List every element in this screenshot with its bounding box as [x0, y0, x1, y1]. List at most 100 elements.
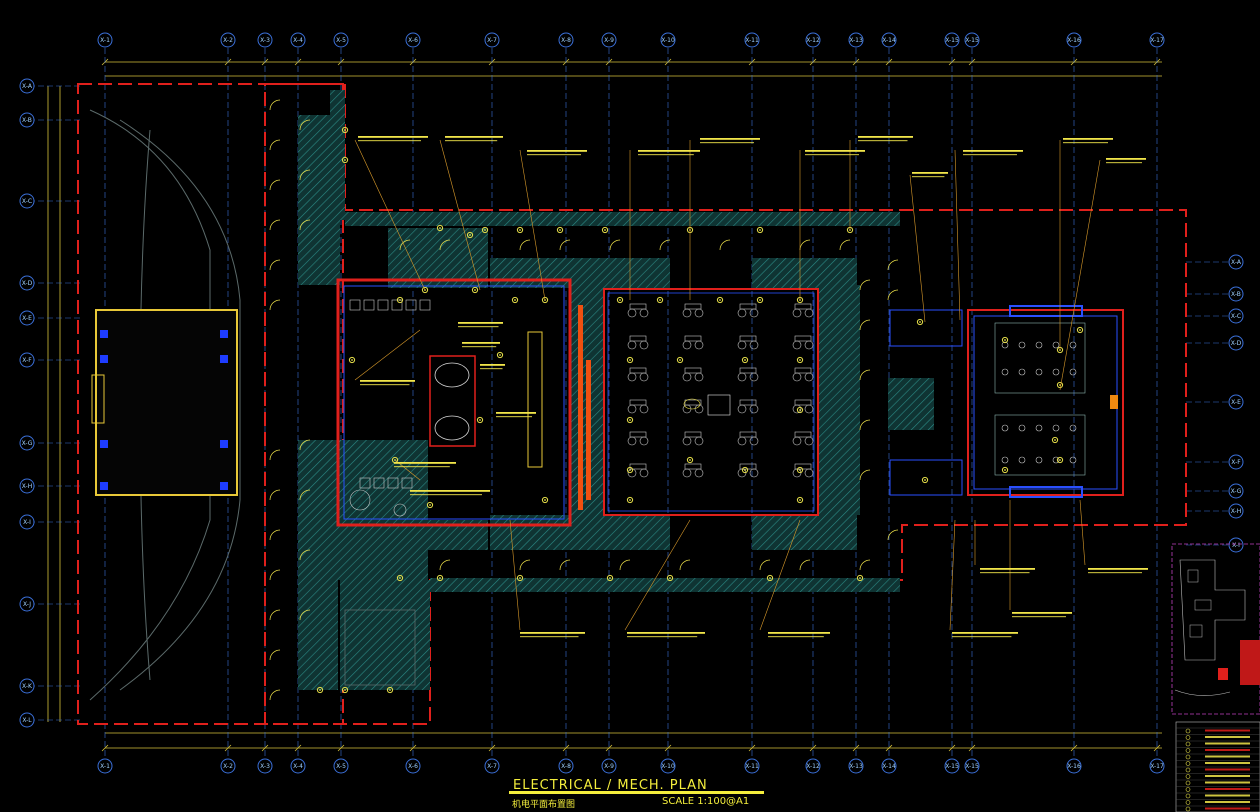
light-fixture: [516, 226, 524, 234]
grid-col-label: X-12: [806, 37, 820, 44]
grid-col-label: X-1: [100, 763, 110, 770]
light-fixture: [541, 496, 549, 504]
grid-col-label: X-9: [604, 37, 614, 44]
grid-row-label: X-E: [1231, 399, 1241, 406]
light-fixture: [626, 466, 634, 474]
light-fixture: [1051, 436, 1059, 444]
light-fixture: [741, 356, 749, 364]
grid-bubble-row-left: X-A: [19, 78, 35, 94]
grid-col-label: X-8: [561, 763, 571, 770]
annotation-note: [358, 136, 428, 142]
grid-col-label: X-4: [293, 763, 303, 770]
grid-bubble-col: X-15: [944, 32, 960, 48]
grid-row-label: X-A: [1231, 259, 1242, 266]
grid-row-label: X-G: [1231, 488, 1242, 495]
grid-col-label: X-15: [965, 37, 979, 44]
grid-row-label: X-C: [22, 198, 32, 205]
grid-col-label: X-16: [1067, 763, 1081, 770]
grid-bubble-row-right: X-A: [1228, 254, 1244, 270]
annotation-note: [638, 150, 700, 156]
grid-bubble-row-right: X-B: [1228, 286, 1244, 302]
grid-bubble-col: X-3: [257, 32, 273, 48]
annotation-note: [700, 138, 760, 144]
grid-col-label: X-4: [293, 37, 303, 44]
grid-bubble-row-left: X-E: [19, 310, 35, 326]
annotation-note: [410, 490, 490, 496]
annotation-note: [458, 322, 503, 328]
annotation-note: [445, 136, 503, 142]
light-fixture: [916, 318, 924, 326]
grid-col-label: X-8: [561, 37, 571, 44]
grid-bubble-row-left: X-I: [19, 514, 35, 530]
grid-bubble-col: X-15: [964, 758, 980, 774]
annotation-note: [1012, 612, 1072, 618]
scale-bar: [509, 791, 764, 794]
light-fixture: [796, 496, 804, 504]
annotation-notes: [358, 136, 1148, 638]
annotation-note: [627, 632, 705, 638]
grid-bubble-col: X-13: [848, 758, 864, 774]
annotation-note: [952, 632, 1018, 638]
grid-row-label: X-F: [1231, 459, 1241, 466]
grid-col-label: X-1: [100, 37, 110, 44]
annotation-note: [805, 150, 865, 156]
grid-bubble-col: X-10: [660, 758, 676, 774]
key-plan: [1171, 543, 1260, 715]
grid-bubble-row-left: X-D: [19, 275, 35, 291]
plan-subtitle: 机电平面布置图: [512, 800, 576, 810]
grid-col-label: X-6: [408, 37, 418, 44]
grid-bubble-col: X-4: [290, 758, 306, 774]
light-fixture: [766, 574, 774, 582]
grid-col-label: X-17: [1150, 37, 1164, 44]
grid-col-label: X-11: [745, 37, 759, 44]
annotation-note: [1106, 158, 1146, 164]
grid-bubble-col: X-17: [1149, 32, 1165, 48]
grid-row-label: X-D: [1231, 340, 1242, 347]
light-fixture: [316, 686, 324, 694]
grid-bubble-row-left: X-J: [19, 596, 35, 612]
grid-row-label: X-D: [22, 280, 33, 287]
grid-bubble-row-left: X-B: [19, 112, 35, 128]
grid-col-label: X-7: [487, 37, 497, 44]
grid-bubble-col: X-5: [333, 758, 349, 774]
grid-col-label: X-17: [1150, 763, 1164, 770]
light-fixture: [396, 296, 404, 304]
light-fixture: [556, 226, 564, 234]
annotation-note: [980, 568, 1035, 574]
grid-row-label: X-C: [1231, 313, 1241, 320]
grid-row-label: X-B: [22, 117, 32, 124]
grid-bubble-row-left: X-K: [19, 678, 35, 694]
annotation-note: [963, 150, 1023, 156]
grid-col-label: X-15: [945, 763, 959, 770]
grid-col-label: X-15: [965, 763, 979, 770]
light-fixture: [436, 224, 444, 232]
annotation-note: [394, 462, 456, 468]
light-fixture: [856, 574, 864, 582]
light-fixture: [1001, 336, 1009, 344]
light-fixture: [796, 466, 804, 474]
light-fixture: [756, 296, 764, 304]
light-fixture: [1056, 456, 1064, 464]
light-fixture: [626, 496, 634, 504]
annotation-note: [1088, 568, 1148, 574]
grid-bubble-col: X-2: [220, 758, 236, 774]
grid-row-label: X-H: [1231, 508, 1242, 515]
grid-col-label: X-6: [408, 763, 418, 770]
grid-bubble-col: X-8: [558, 32, 574, 48]
grid-bubble-col: X-11: [744, 758, 760, 774]
grid-col-label: X-5: [336, 763, 346, 770]
light-fixture: [616, 296, 624, 304]
light-fixture: [601, 226, 609, 234]
light-fixture: [516, 574, 524, 582]
grid-bubble-col: X-9: [601, 758, 617, 774]
plan-scale: SCALE 1:100@A1: [662, 796, 750, 807]
annotation-note: [858, 136, 913, 142]
grid-bubble-row-left: X-F: [19, 352, 35, 368]
grid-bubble-col: X-6: [405, 32, 421, 48]
grid-col-label: X-2: [223, 763, 233, 770]
grid-col-label: X-3: [260, 37, 270, 44]
grid-bubble-col: X-12: [805, 32, 821, 48]
grid-row-label: X-I: [23, 519, 31, 526]
light-fixture: [481, 226, 489, 234]
